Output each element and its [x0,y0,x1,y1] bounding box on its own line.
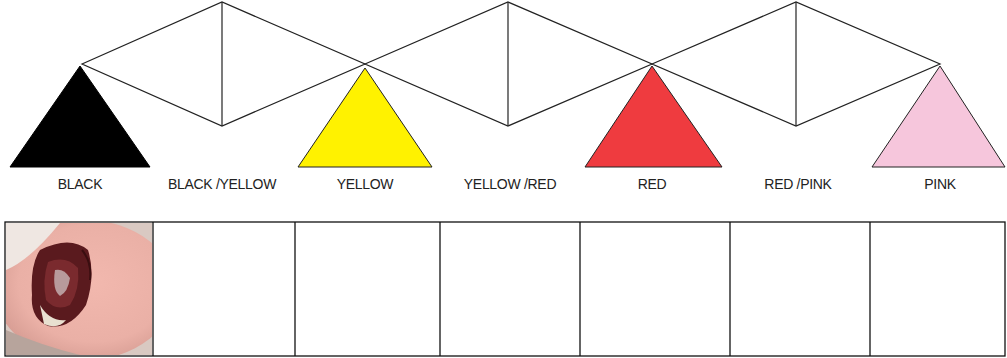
diamond [365,2,652,126]
colour-label: YELLOW /RED [464,176,556,192]
colour-label: RED /PINK [764,176,831,192]
colour-label: YELLOW [337,176,394,192]
sample-table [5,222,1005,356]
colour-label: BLACK /YELLOW [168,176,276,192]
diamond [652,2,940,126]
table-border [5,222,1005,356]
colour-label: PINK [924,176,955,192]
colour-label: RED [638,176,667,192]
yellow-triangle [298,68,432,167]
diamond-chain [82,2,940,126]
diamond-divider [221,2,222,126]
black-triangle [10,66,150,167]
wound-photo [0,220,175,358]
colour-label: BLACK [58,176,102,192]
diamond [82,2,365,126]
red-triangle [585,66,722,167]
pink-triangle [872,66,1005,167]
diamond-divider [795,2,796,126]
diamond-divider [507,2,508,126]
